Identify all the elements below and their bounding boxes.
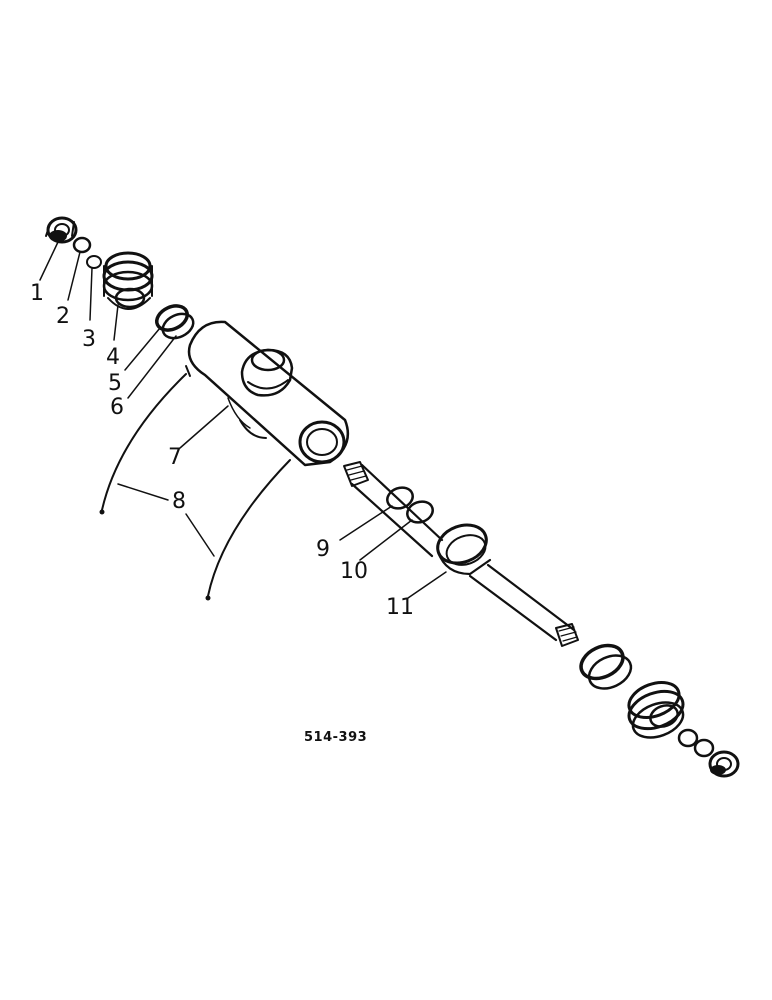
callout-3: 3 [82, 327, 96, 352]
callout-11: 11 [386, 595, 414, 620]
part-8-retainer-wire-2 [205, 459, 291, 601]
leader-9 [339, 505, 393, 541]
callout-7: 7 [168, 445, 182, 470]
callout-10: 10 [340, 559, 368, 584]
leader-8b [185, 513, 215, 557]
part-2-washer [72, 236, 92, 254]
part-5-seal-ring [155, 304, 189, 332]
leader-7 [179, 405, 229, 449]
leader-1 [39, 241, 59, 281]
leader-4 [113, 304, 119, 341]
callout-6: 6 [110, 395, 124, 420]
part-7-cylinder-body [185, 320, 350, 467]
leader-6 [127, 335, 177, 399]
callout-5: 5 [108, 371, 122, 396]
part-9-piston-seal [386, 486, 414, 510]
part-11-piston-rod [343, 461, 579, 647]
leader-3 [89, 267, 93, 321]
leader-2 [67, 251, 81, 301]
part-8-retainer-wire-1 [99, 373, 187, 515]
part-gland-right [627, 681, 685, 739]
callout-8: 8 [172, 489, 186, 514]
callout-2: 2 [56, 304, 70, 329]
part-6-o-ring [161, 312, 195, 340]
part-1-end-nut [45, 216, 78, 244]
part-seal-ring-right [579, 643, 633, 690]
part-end-nut-right [708, 750, 740, 778]
leader-10 [359, 519, 413, 561]
leader-8a [117, 483, 169, 501]
leader-lines [39, 241, 447, 599]
part-washer-right-b [693, 738, 715, 758]
leader-11 [407, 571, 447, 599]
callout-1: 1 [30, 281, 44, 306]
part-4-gland [102, 251, 154, 310]
reference-code: 514-393 [304, 730, 367, 745]
part-3-o-ring [86, 255, 102, 269]
callout-9: 9 [316, 537, 330, 562]
callout-4: 4 [106, 345, 120, 370]
callouts: 1 2 3 4 5 6 7 8 9 10 11 [30, 281, 414, 620]
part-washer-right-a [677, 728, 699, 748]
leader-5 [124, 327, 161, 371]
